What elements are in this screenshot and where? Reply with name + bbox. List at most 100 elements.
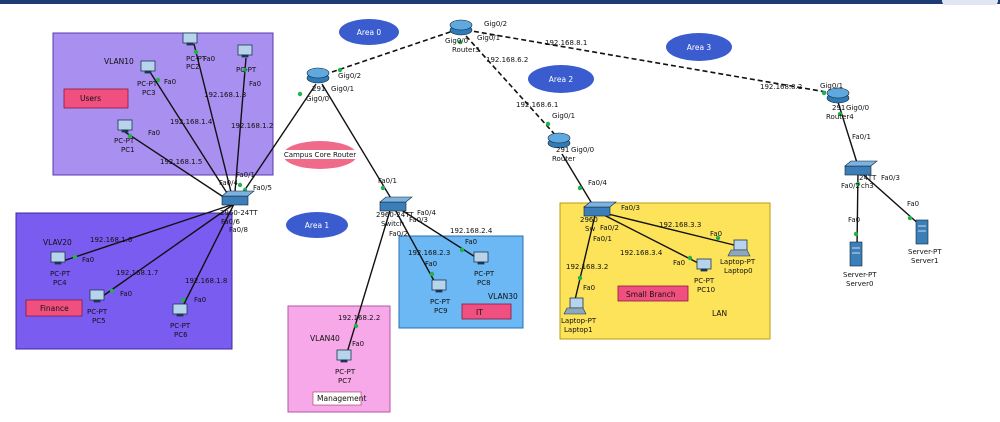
svg-text:Fa0: Fa0 <box>148 129 160 137</box>
svg-text:Fa0/1: Fa0/1 <box>378 177 397 185</box>
svg-text:Fa0: Fa0 <box>425 260 437 268</box>
switch-mid[interactable] <box>379 196 413 212</box>
svg-text:Fa0: Fa0 <box>465 238 477 246</box>
svg-text:Server-PT: Server-PT <box>843 271 877 279</box>
link-rb-swbranch <box>561 153 595 208</box>
svg-text:192.168.2.4: 192.168.2.4 <box>450 227 493 235</box>
svg-text:Server1: Server1 <box>911 257 938 265</box>
svg-text:192.168.1.6: 192.168.1.6 <box>90 236 133 244</box>
switch-icon <box>379 201 407 212</box>
pcx-icon <box>237 44 253 58</box>
server0-icon[interactable] <box>849 241 863 267</box>
svg-text:Fa0: Fa0 <box>120 290 132 298</box>
core-router[interactable] <box>306 67 330 84</box>
management-tag[interactable]: Management <box>312 391 366 406</box>
it-tag[interactable]: IT <box>461 303 512 320</box>
svg-text:192.168.8.1: 192.168.8.1 <box>545 39 587 47</box>
switch-branch[interactable] <box>583 201 617 217</box>
svg-text:Fa0: Fa0 <box>907 200 919 208</box>
svg-text:Sw: Sw <box>585 225 595 233</box>
svg-text:2960-24TT: 2960-24TT <box>220 209 258 217</box>
router4[interactable] <box>826 87 850 104</box>
svg-text:PC8: PC8 <box>477 279 491 287</box>
svg-text:Fa0/4: Fa0/4 <box>219 179 238 187</box>
router3[interactable] <box>449 19 473 36</box>
svg-text:Fa0/5: Fa0/5 <box>253 184 272 192</box>
svg-text:PC-PT: PC-PT <box>236 66 257 74</box>
router3-name: Router3 <box>452 46 480 54</box>
svg-text:Gig0/0: Gig0/0 <box>306 95 329 103</box>
vlan20-title: VLAV20 <box>43 238 72 247</box>
area-1-label: Area 1 <box>305 221 330 230</box>
pc4-icon <box>50 251 66 265</box>
wan-link-r3-r4 <box>465 29 833 94</box>
svg-text:Server-PT: Server-PT <box>908 248 942 256</box>
laptop1-icon[interactable] <box>563 297 587 315</box>
pc-icons[interactable] <box>50 32 712 363</box>
pc2-icon <box>182 32 198 46</box>
svg-text:PC-PT: PC-PT <box>170 322 191 330</box>
campus-core-router-label: Campus Core Router <box>284 151 356 159</box>
svg-text:192.168.1.7: 192.168.1.7 <box>116 269 158 277</box>
campus-core-router-tag[interactable]: Campus Core Router <box>283 141 357 169</box>
svg-text:Fa0/4: Fa0/4 <box>588 179 607 187</box>
svg-text:192.168.3.4: 192.168.3.4 <box>620 249 663 257</box>
svg-text:PC10: PC10 <box>697 286 715 294</box>
svg-text:Fa0/3: Fa0/3 <box>881 174 900 182</box>
server1-icon[interactable] <box>915 219 929 245</box>
svg-text:192.168.1.4: 192.168.1.4 <box>170 118 213 126</box>
pc9-icon <box>431 279 447 293</box>
svg-text:PC1: PC1 <box>121 146 135 154</box>
area-1[interactable]: Area 1 <box>286 212 348 238</box>
svg-text:Gig0/0: Gig0/0 <box>445 37 468 45</box>
switch-left[interactable] <box>221 190 255 206</box>
small-branch-tag[interactable]: Small Branch <box>617 285 689 302</box>
svg-text:Fa0: Fa0 <box>710 230 722 238</box>
svg-text:PC-PT: PC-PT <box>430 298 451 306</box>
svg-text:2960-24TT: 2960-24TT <box>376 211 414 219</box>
app-top-bar <box>0 0 1000 4</box>
pc5-icon <box>89 289 105 303</box>
pc1-icon <box>117 119 133 133</box>
svg-text:192.168.1.8: 192.168.1.8 <box>185 277 227 285</box>
svg-text:Gig0/2: Gig0/2 <box>338 72 361 80</box>
svg-text:Fa0/2: Fa0/2 <box>389 230 408 238</box>
finance-tag[interactable]: Finance <box>25 299 83 317</box>
svg-text:Users: Users <box>80 94 101 103</box>
svg-text:192.168.2.3: 192.168.2.3 <box>408 249 450 257</box>
svg-text:Fa0: Fa0 <box>82 256 94 264</box>
svg-text:Fa0/2: Fa0/2 <box>600 224 619 232</box>
svg-text:Fa0: Fa0 <box>194 296 206 304</box>
wan-link-core-r3 <box>331 29 457 73</box>
svg-text:PC-PT: PC-PT <box>335 368 356 376</box>
area-3[interactable]: Area 3 <box>666 33 732 61</box>
users-tag[interactable]: Users <box>63 88 129 109</box>
svg-text:192.168.1.3: 192.168.1.3 <box>204 91 246 99</box>
pc3-icon <box>140 60 156 74</box>
svg-text:Small Branch: Small Branch <box>626 290 676 299</box>
svg-text:192.168.6.2: 192.168.6.2 <box>486 56 528 64</box>
vlan30-title: VLAN30 <box>488 292 518 301</box>
svg-text:24TT: 24TT <box>859 174 877 182</box>
area-2[interactable]: Area 2 <box>528 65 594 93</box>
svg-text:PC7: PC7 <box>338 377 352 385</box>
pc7-icon <box>336 349 352 363</box>
switch-right[interactable] <box>844 160 878 176</box>
svg-text:291: 291 <box>832 104 845 112</box>
svg-text:PC-PT: PC-PT <box>474 270 495 278</box>
area-0[interactable]: Area 0 <box>339 19 399 45</box>
svg-text:2960: 2960 <box>580 216 598 224</box>
svg-text:PC-PT: PC-PT <box>137 80 158 88</box>
svg-text:Laptop-PT: Laptop-PT <box>720 258 756 266</box>
svg-text:192.168.2.2: 192.168.2.2 <box>338 314 380 322</box>
window-controls[interactable] <box>942 0 998 5</box>
svg-text:PC2: PC2 <box>186 63 200 71</box>
link-core-swmid <box>321 83 393 201</box>
area-0-label: Area 0 <box>357 28 382 37</box>
svg-text:Fa0/4: Fa0/4 <box>417 209 436 217</box>
area-2-label: Area 2 <box>549 75 574 84</box>
laptop0-icon[interactable] <box>727 239 751 257</box>
branch-router[interactable] <box>547 132 571 149</box>
svg-text:Server0: Server0 <box>846 280 873 288</box>
